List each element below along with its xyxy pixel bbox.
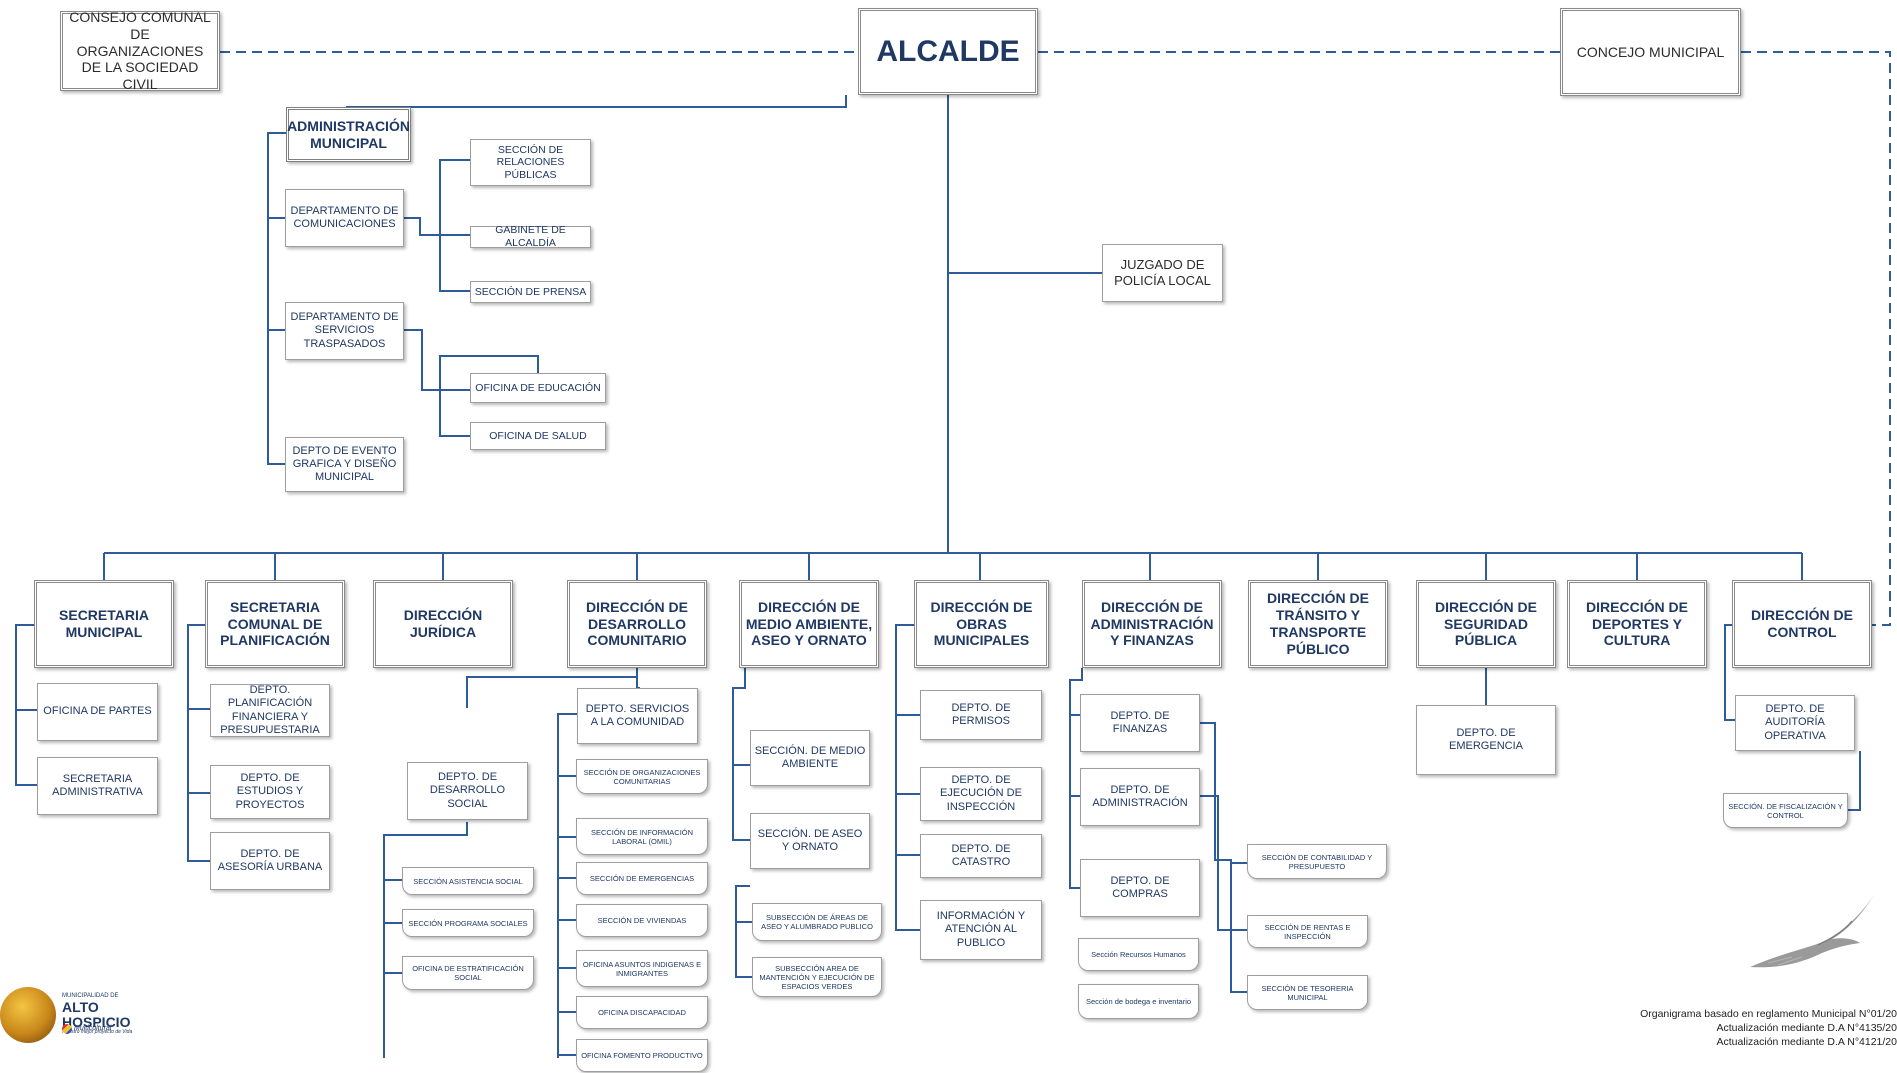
depto-emergencia-box: DEPTO. DE EMERGENCIA <box>1416 705 1556 775</box>
oficina-estratificacion-box: OFICINA DE ESTRATIFICACIÓN SOCIAL <box>402 956 534 990</box>
depto-finanzas-box: DEPTO. DE FINANZAS <box>1080 694 1200 752</box>
subseccion-espacios-verdes-box: SUBSECCIÓN AREA DE MANTENCIÓN Y EJECUCIÓ… <box>752 957 882 997</box>
seccion-programa-sociales-box: SECCIÓN PROGRAMA SOCIALES <box>402 909 534 937</box>
seccion-contabilidad-box: SECCIÓN DE CONTABILIDAD Y PRESUPUESTO <box>1247 844 1387 879</box>
depto-compras-box: DEPTO. DE COMPRAS <box>1080 859 1200 917</box>
logo-motto: Nuestro mejor proyecto de Vida <box>62 1029 133 1036</box>
direccion-deportes-box: DIRECCIÓN DE DEPORTES Y CULTURA <box>1567 580 1707 668</box>
secretaria-administrativa-box: SECRETARIA ADMINISTRATIVA <box>37 757 158 815</box>
depto-servicios-traspasados-box: DEPARTAMENTO DE SERVICIOS TRASPASADOS <box>285 302 404 360</box>
alcalde-box: ALCALDE <box>858 8 1038 95</box>
depto-auditoria-operativa-box: DEPTO. DE AUDITORÍA OPERATIVA <box>1735 695 1855 751</box>
depto-evento-grafica-box: DEPTO DE EVENTO GRAFICA Y DISEÑO MUNICIP… <box>285 437 404 492</box>
seccion-emergencias-box: SECCIÓN DE EMERGENCIAS <box>576 862 708 895</box>
direccion-obras-box: DIRECCIÓN DE OBRAS MUNICIPALES <box>914 580 1049 668</box>
dideco-box: DIRECCIÓN DE DESARROLLO COMUNITARIO <box>567 580 707 668</box>
direccion-medio-ambiente-box: DIRECCIÓN DE MEDIO AMBIENTE, ASEO Y ORNA… <box>739 580 879 668</box>
seccion-prensa-box: SECCIÓN DE PRENSA <box>470 281 591 303</box>
juzgado-policia-local-box: JUZGADO DE POLICÍA LOCAL <box>1102 244 1223 302</box>
seccion-medio-ambiente-box: SECCIÓN. DE MEDIO AMBIENTE <box>750 730 870 786</box>
direccion-transito-box: DIRECCIÓN DE TRÁNSITO Y TRANSPORTE PÚBLI… <box>1248 580 1388 668</box>
footnote-reglamento: Organigrama basado en reglamento Municip… <box>1640 1008 1897 1020</box>
oficina-discapacidad-box: OFICINA DISCAPACIDAD <box>576 996 708 1029</box>
municipal-emblem-icon <box>0 987 56 1043</box>
logo-sub: Multicultural <box>74 1025 112 1032</box>
condor-icon <box>1750 895 1874 968</box>
depto-asesoria-urbana-box: DEPTO. DE ASESORÍA URBANA <box>210 832 330 890</box>
seccion-organizaciones-box: SECCIÓN DE ORGANIZACIONES COMUNITARIAS <box>576 759 708 794</box>
secretaria-municipal-box: SECRETARIA MUNICIPAL <box>34 580 174 668</box>
subseccion-areas-aseo-box: SUBSECCIÓN DE ÁREAS DE ASEO Y ALUMBRADO … <box>752 903 882 941</box>
seccion-aseo-ornato-box: SECCIÓN. DE ASEO Y ORNATO <box>750 813 870 869</box>
logo-small-text: MUNICIPALIDAD DE <box>62 993 119 999</box>
gabinete-alcaldia-box: GABINETE DE ALCALDÍA <box>470 224 591 249</box>
seccion-asistencia-social-box: SECCIÓN ASISTENCIA SOCIAL <box>402 867 534 895</box>
depto-estudios-box: DEPTO. DE ESTUDIOS Y PROYECTOS <box>210 765 330 819</box>
seccion-relaciones-publicas-box: SECCIÓN DE RELACIONES PÚBLICAS <box>470 139 591 186</box>
oficina-salud-box: OFICINA DE SALUD <box>470 422 606 450</box>
direccion-seguridad-box: DIRECCIÓN DE SEGURIDAD PÚBLICA <box>1416 580 1556 668</box>
municipalidad-logo: MUNICIPALIDAD DE ALTO HOSPICIO Nuestro m… <box>0 985 170 1045</box>
seccion-fiscalizacion-box: SECCIÓN. DE FISCALIZACIÓN Y CONTROL <box>1723 793 1848 828</box>
secplan-box: SECRETARIA COMUNAL DE PLANIFICACIÓN <box>205 580 345 668</box>
depto-ejecucion-inspeccion-box: DEPTO. DE EJECUCIÓN DE INSPECCIÓN <box>920 767 1042 821</box>
informacion-atencion-publico-box: INFORMACIÓN Y ATENCIÓN AL PUBLICO <box>920 900 1042 960</box>
seccion-recursos-humanos-box: Sección Recursos Humanos <box>1078 938 1199 971</box>
seccion-informacion-laboral-box: SECCIÓN DE INFORMACIÓN LABORAL (OMIL) <box>576 818 708 855</box>
seccion-tesoreria-box: SECCIÓN DE TESORERIA MUNICIPAL <box>1247 975 1368 1010</box>
direccion-control-box: DIRECCIÓN DE CONTROL <box>1732 580 1872 668</box>
oficina-partes-box: OFICINA DE PARTES <box>37 683 158 741</box>
administracion-municipal-box: ADMINISTRACIÓN MUNICIPAL <box>286 107 411 162</box>
depto-permisos-box: DEPTO. DE PERMISOS <box>920 690 1042 740</box>
logo-text: MUNICIPALIDAD DE ALTO HOSPICIO Nuestro m… <box>62 993 170 1036</box>
seccion-viviendas-box: SECCIÓN DE VIVIENDAS <box>576 904 708 937</box>
logo-name: ALTO HOSPICIO <box>62 998 131 1030</box>
multicultural-flag-icon <box>62 1024 72 1034</box>
depto-planificacion-box: DEPTO. PLANIFICACIÓN FINANCIERA Y PRESUP… <box>210 684 330 737</box>
seccion-bodega-inventario-box: Sección de bodega e inventario <box>1078 984 1199 1019</box>
concejo-municipal-box: CONCEJO MUNICIPAL <box>1560 8 1741 96</box>
depto-servicios-comunidad-box: DEPTO. SERVICIOS A LA COMUNIDAD <box>577 688 698 744</box>
depto-administracion-box: DEPTO. DE ADMINISTRACIÓN <box>1080 768 1200 826</box>
consejo-comunal-box: CONSEJO COMUNAL DE ORGANIZACIONES DE LA … <box>60 9 220 92</box>
depto-comunicaciones-box: DEPARTAMENTO DE COMUNICACIONES <box>285 189 404 247</box>
oficina-educacion-box: OFICINA DE EDUCACIÓN <box>470 373 606 403</box>
depto-catastro-box: DEPTO. DE CATASTRO <box>920 834 1042 878</box>
footnote-actualizacion-2: Actualización mediante D.A N°4121/20 <box>1716 1036 1897 1048</box>
oficina-asuntos-indigenas-box: OFICINA ASUNTOS INDIGENAS E INMIGRANTES <box>576 950 708 987</box>
oficina-fomento-productivo-box: OFICINA FOMENTO PRODUCTIVO <box>576 1039 708 1072</box>
footnote-actualizacion-1: Actualización mediante D.A N°4135/20 <box>1716 1022 1897 1034</box>
depto-desarrollo-social-box: DEPTO. DE DESARROLLO SOCIAL <box>407 762 528 820</box>
direccion-administracion-finanzas-box: DIRECCIÓN DE ADMINISTRACIÓN Y FINANZAS <box>1082 580 1222 668</box>
seccion-rentas-box: SECCIÓN DE RENTAS E INSPECCIÓN <box>1247 915 1368 948</box>
direccion-juridica-box: DIRECCIÓN JURÍDICA <box>373 580 513 668</box>
